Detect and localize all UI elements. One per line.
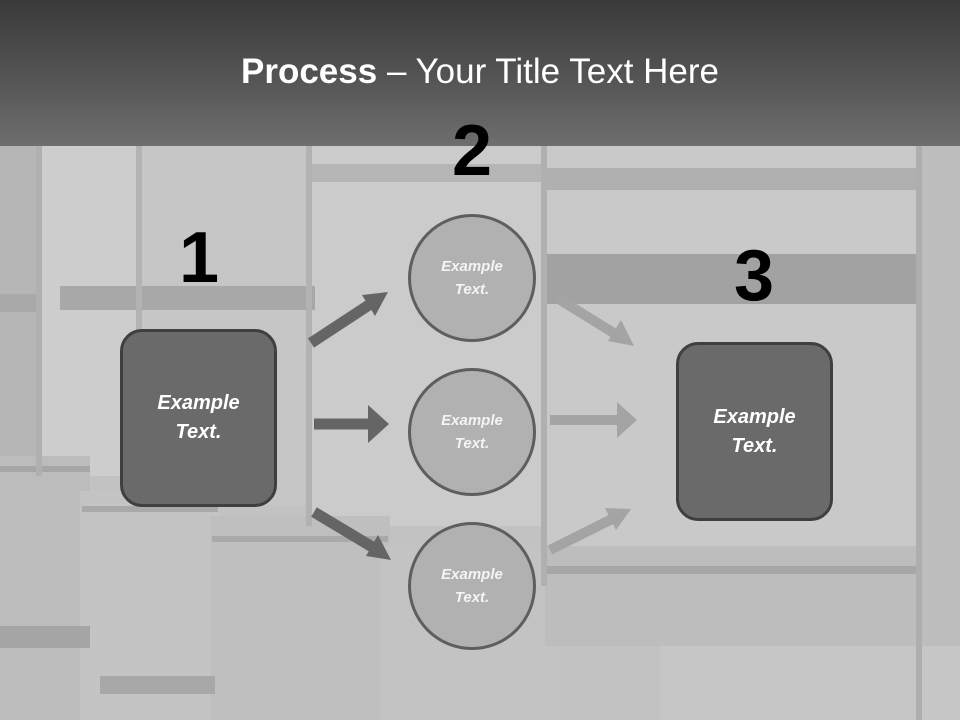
step2-circle-middle[interactable]: Example Text. bbox=[408, 368, 536, 496]
arrow-to-top-circle bbox=[307, 298, 376, 348]
title-band: Process – Your Title Text Here bbox=[0, 0, 960, 146]
circle-middle-text: Example Text. bbox=[441, 412, 503, 452]
light-arrowhead-middle bbox=[617, 402, 637, 438]
step1-box[interactable]: Example Text. bbox=[120, 329, 277, 507]
arrow-to-bottom-circle bbox=[311, 507, 377, 553]
circle-top-text: Example Text. bbox=[441, 258, 503, 298]
light-arrowhead-bottom bbox=[605, 508, 631, 530]
step2-circle-top[interactable]: Example Text. bbox=[408, 214, 536, 342]
circle-bottom-text: Example Text. bbox=[441, 566, 503, 606]
title-rest: – Your Title Text Here bbox=[377, 52, 719, 91]
slide-title: Process – Your Title Text Here bbox=[0, 52, 960, 92]
arrowhead-top bbox=[362, 292, 388, 316]
step-number-1: 1 bbox=[178, 218, 220, 298]
step-number-2: 2 bbox=[451, 111, 493, 191]
step1-box-text: Example Text. bbox=[157, 392, 240, 443]
step2-circle-bottom[interactable]: Example Text. bbox=[408, 522, 536, 650]
arrowhead-bottom bbox=[366, 535, 391, 560]
light-arrowhead-top bbox=[608, 320, 634, 346]
step3-box-text: Example Text. bbox=[713, 405, 796, 457]
title-bold: Process bbox=[241, 52, 378, 91]
arrowhead-middle bbox=[368, 405, 389, 443]
step-number-3: 3 bbox=[733, 236, 775, 316]
step3-box[interactable]: Example Text. bbox=[676, 342, 833, 521]
